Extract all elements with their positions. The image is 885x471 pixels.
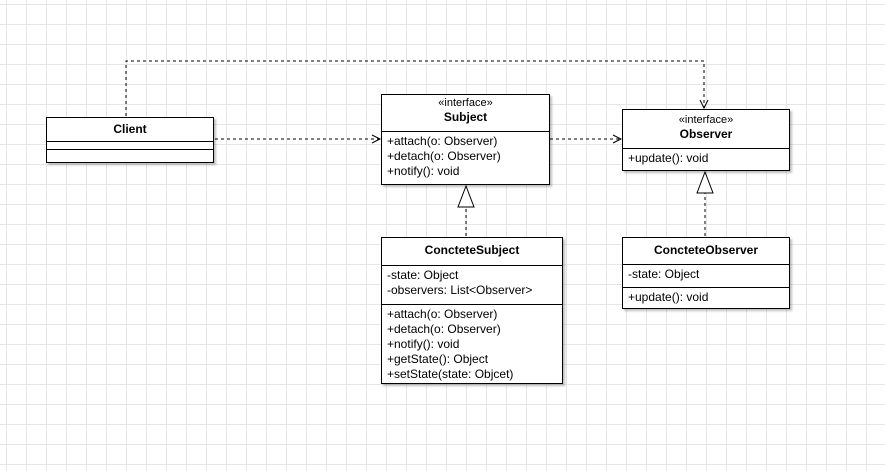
attribute: -state: Object — [387, 268, 459, 282]
client-header: Client — [47, 118, 213, 141]
observer-class-name: Observer — [679, 127, 733, 141]
client-operations — [47, 149, 213, 162]
subject-operations: +attach(o: Observer) +detach(o: Observer… — [382, 131, 549, 181]
operation: +update(): void — [628, 290, 709, 304]
concrete-observer-class-name: ConcteteObserver — [653, 243, 759, 257]
realization-concrete-subject — [457, 184, 475, 236]
concrete-subject-header: ConcteteSubject — [382, 238, 562, 265]
concrete-observer-operations: +update(): void — [623, 287, 789, 307]
client-attributes — [47, 141, 213, 149]
concrete-observer-header: ConcteteObserver — [623, 238, 789, 264]
operation: +attach(o: Observer) — [387, 307, 498, 321]
subject-interface[interactable]: «interface» Subject +attach(o: Observer)… — [381, 94, 550, 185]
subject-header: «interface» Subject — [382, 95, 549, 131]
attribute: -observers: List<Observer> — [387, 283, 533, 297]
client-class[interactable]: Client — [46, 117, 214, 163]
operation: +getState(): Object — [387, 352, 489, 366]
concrete-subject-attributes: -state: Object -observers: List<Observer… — [382, 265, 562, 304]
concrete-subject-class[interactable]: ConcteteSubject -state: Object -observer… — [381, 237, 563, 384]
attribute: -state: Object — [628, 267, 700, 281]
operation: +detach(o: Observer) — [387, 322, 501, 336]
dependency-subject-observer — [550, 134, 623, 144]
client-class-name: Client — [113, 122, 147, 136]
realization-concrete-observer — [696, 170, 714, 236]
operation: +notify(): void — [387, 164, 460, 178]
subject-class-name: Subject — [443, 110, 488, 124]
observer-stereotype: «interface» — [678, 114, 734, 126]
subject-stereotype: «interface» — [438, 97, 493, 109]
concrete-subject-operations: +attach(o: Observer) +detach(o: Observer… — [382, 304, 562, 384]
concrete-observer-class[interactable]: ConcteteObserver -state: Object +update(… — [622, 237, 790, 309]
observer-interface[interactable]: «interface» Observer +update(): void — [622, 109, 790, 171]
operation: +setState(state: Objcet) — [387, 367, 514, 381]
operation: +detach(o: Observer) — [387, 149, 501, 163]
concrete-observer-attributes: -state: Object — [623, 264, 789, 287]
observer-header: «interface» Observer — [623, 110, 789, 148]
dependency-client-subject — [215, 134, 382, 144]
operation: +attach(o: Observer) — [387, 134, 498, 148]
concrete-subject-class-name: ConcteteSubject — [424, 243, 520, 257]
operation: +update(): void — [628, 151, 709, 165]
observer-operations: +update(): void — [623, 148, 789, 168]
operation: +notify(): void — [387, 337, 460, 351]
